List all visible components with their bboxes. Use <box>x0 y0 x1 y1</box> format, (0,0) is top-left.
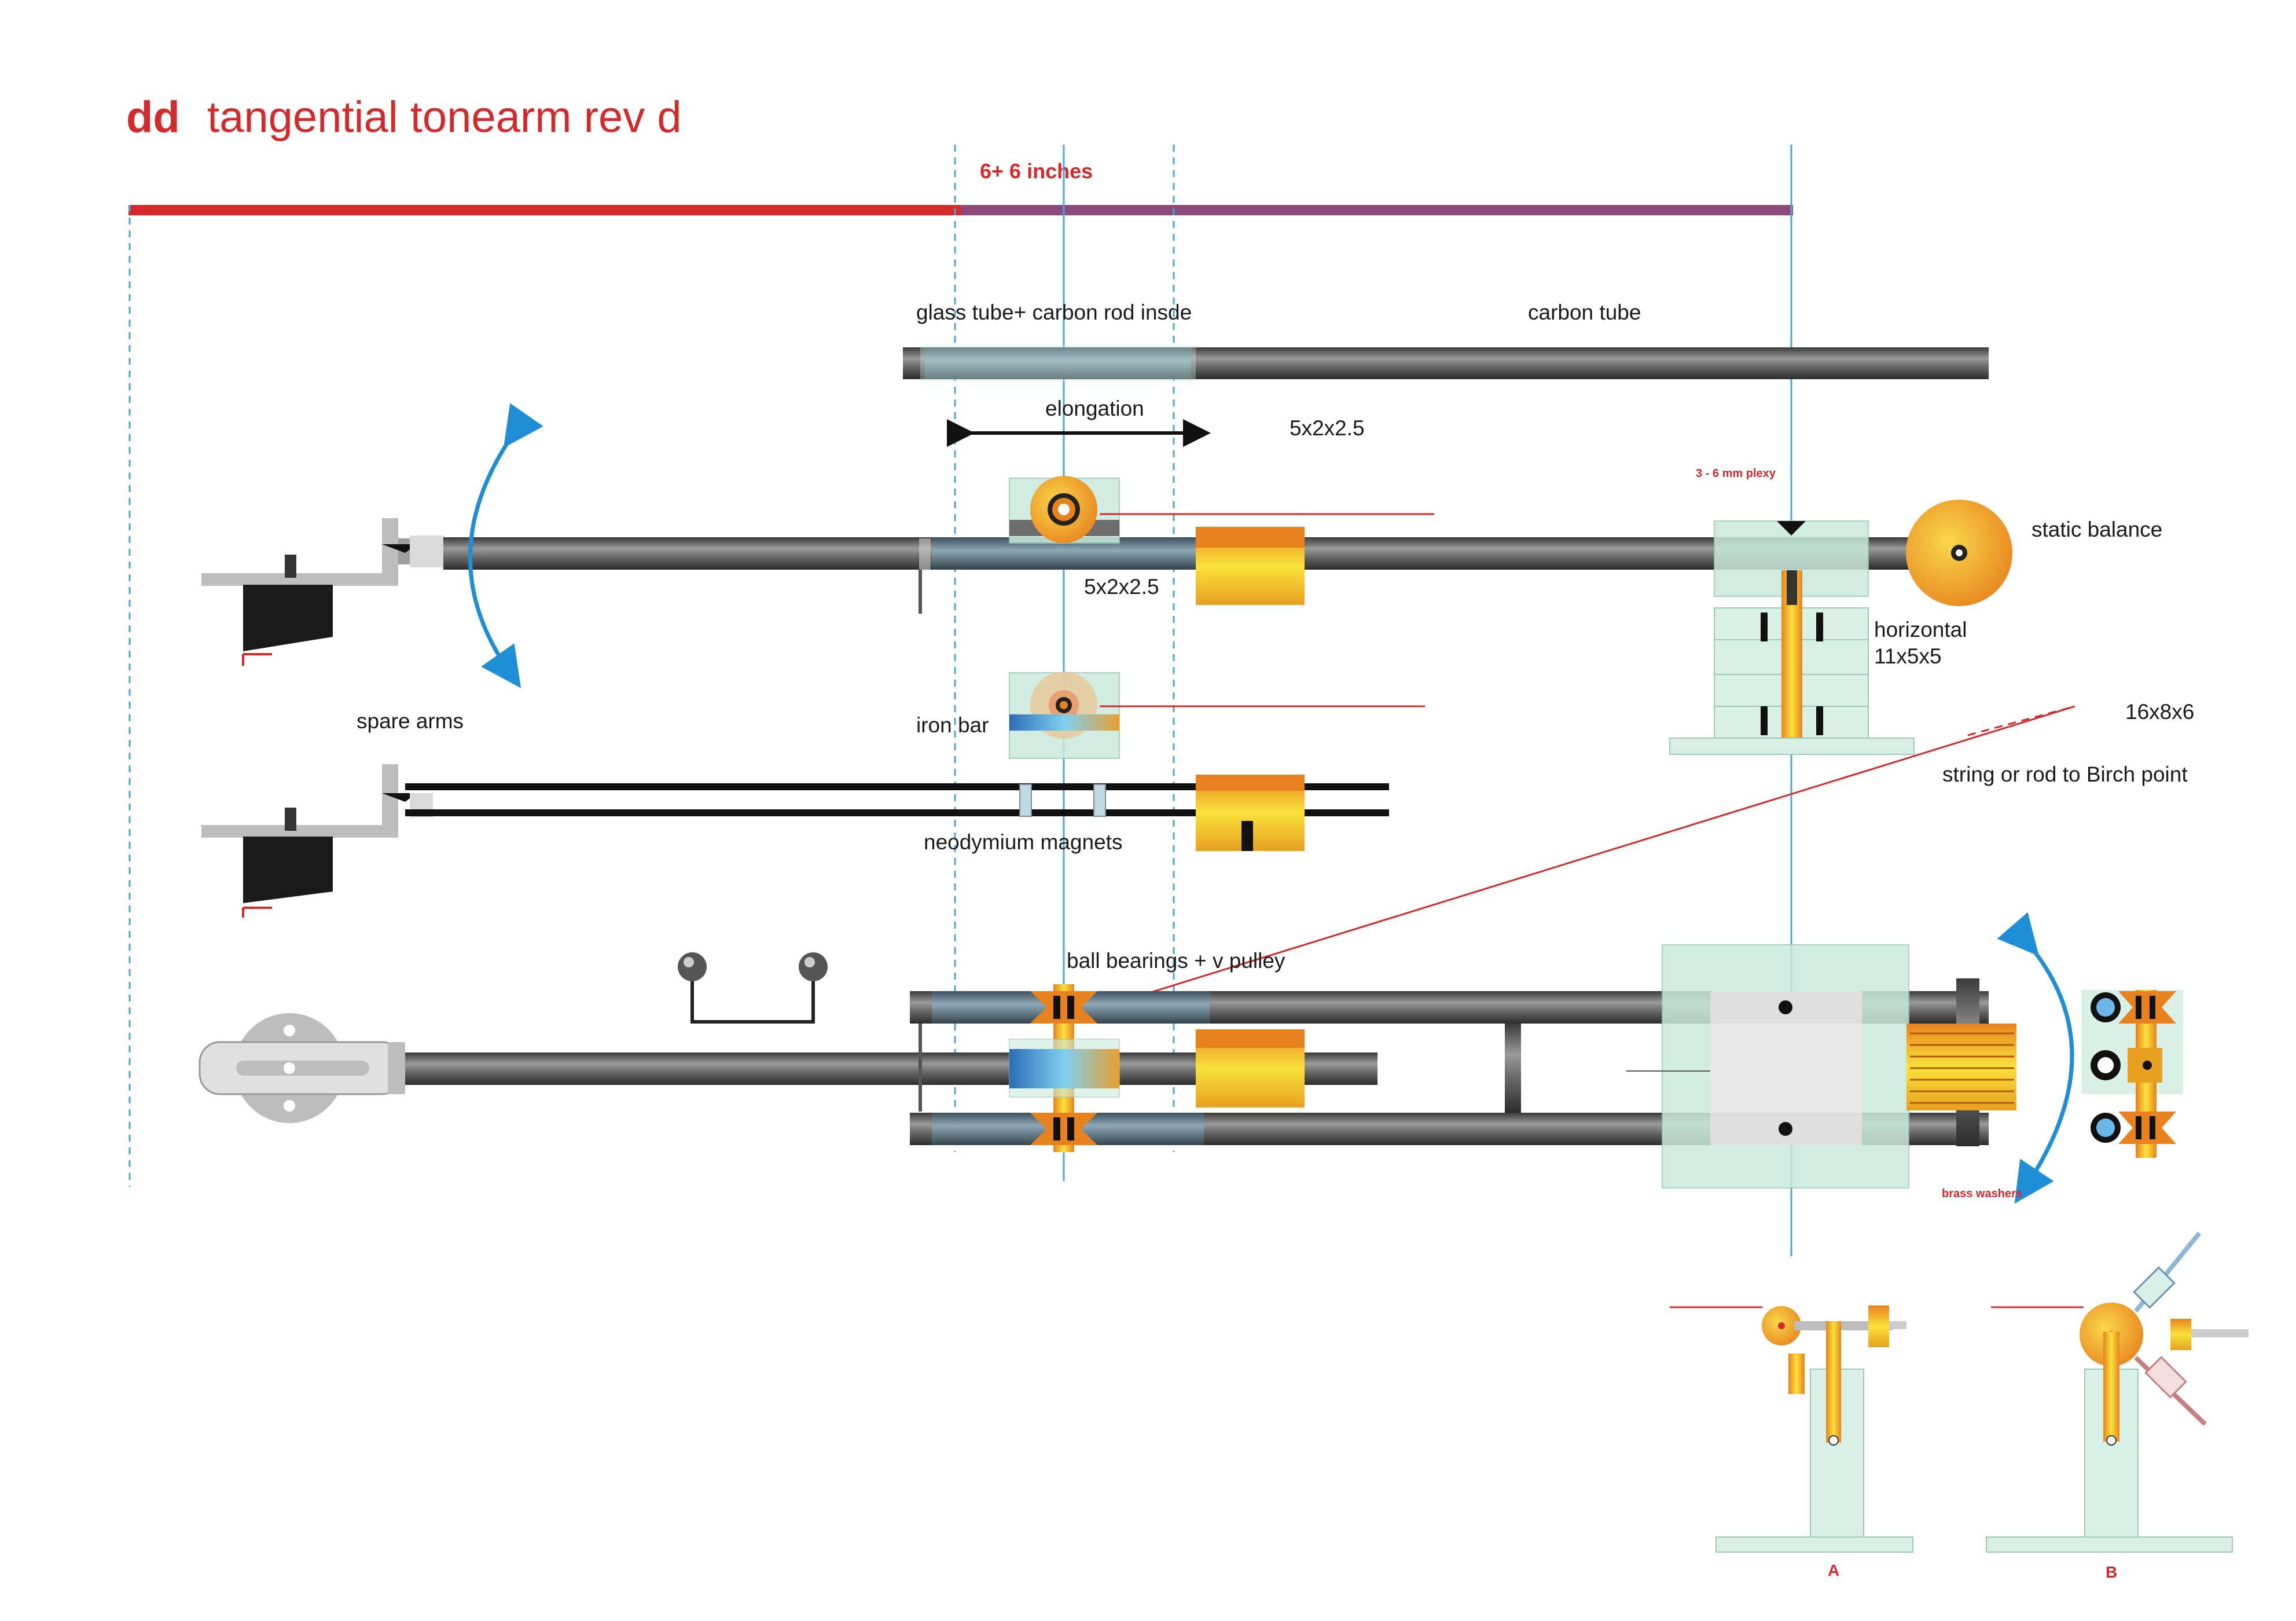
plexy-label: 3 - 6 mm plexy <box>1696 467 1776 480</box>
ball-bearings-label: ball bearings + v pulley <box>1067 949 1285 973</box>
title-prefix: dd <box>126 93 180 142</box>
spare-arms-label: spare arms <box>357 709 464 733</box>
bottom-assembly <box>199 944 2016 1189</box>
bearing-size-mid: 5x2x2.5 <box>1084 575 1159 599</box>
dimension-bar-purple <box>961 205 1793 215</box>
carbon-tube-label: carbon tube <box>1528 300 1641 324</box>
detail-a-label: A <box>1828 1561 1839 1579</box>
bearing-size-top: 5x2x2.5 <box>1290 416 1365 440</box>
brass-washers-label: brass washers <box>1942 1187 2022 1200</box>
page-title: tangential tonearm rev d <box>207 93 682 142</box>
top-tube <box>903 345 1989 382</box>
swing-arrow-right <box>1997 912 2074 1204</box>
size-16-label: 16x8x6 <box>2125 700 2194 724</box>
spare-arm <box>201 672 1425 918</box>
detail-b <box>1986 1231 2249 1553</box>
bearing-side-detail <box>2081 990 2183 1158</box>
horizontal-label: horizontal <box>1874 618 1967 641</box>
static-balance-label: static balance <box>2031 518 2162 541</box>
string-rod-label: string or rod to Birch point <box>1942 762 2188 786</box>
neodymium-label: neodymium magnets <box>924 830 1122 854</box>
main-arm <box>201 476 2012 755</box>
glass-tube-label: glass tube+ carbon rod insde <box>916 300 1192 324</box>
birch-string-dash <box>1967 705 2075 736</box>
dimension-bar-red <box>128 205 961 215</box>
elongation-label: elongation <box>1045 397 1144 420</box>
detail-a <box>1670 1305 1913 1553</box>
birch-string <box>1064 705 2075 1020</box>
swing-arrow-left <box>468 403 543 688</box>
dimension-label: 6+ 6 inches <box>980 159 1093 183</box>
detail-b-label: B <box>2106 1563 2117 1581</box>
finger-lift <box>678 952 828 1024</box>
horizontal-size-label: 11x5x5 <box>1874 644 1942 668</box>
iron-bar-label: iron bar <box>916 713 989 737</box>
